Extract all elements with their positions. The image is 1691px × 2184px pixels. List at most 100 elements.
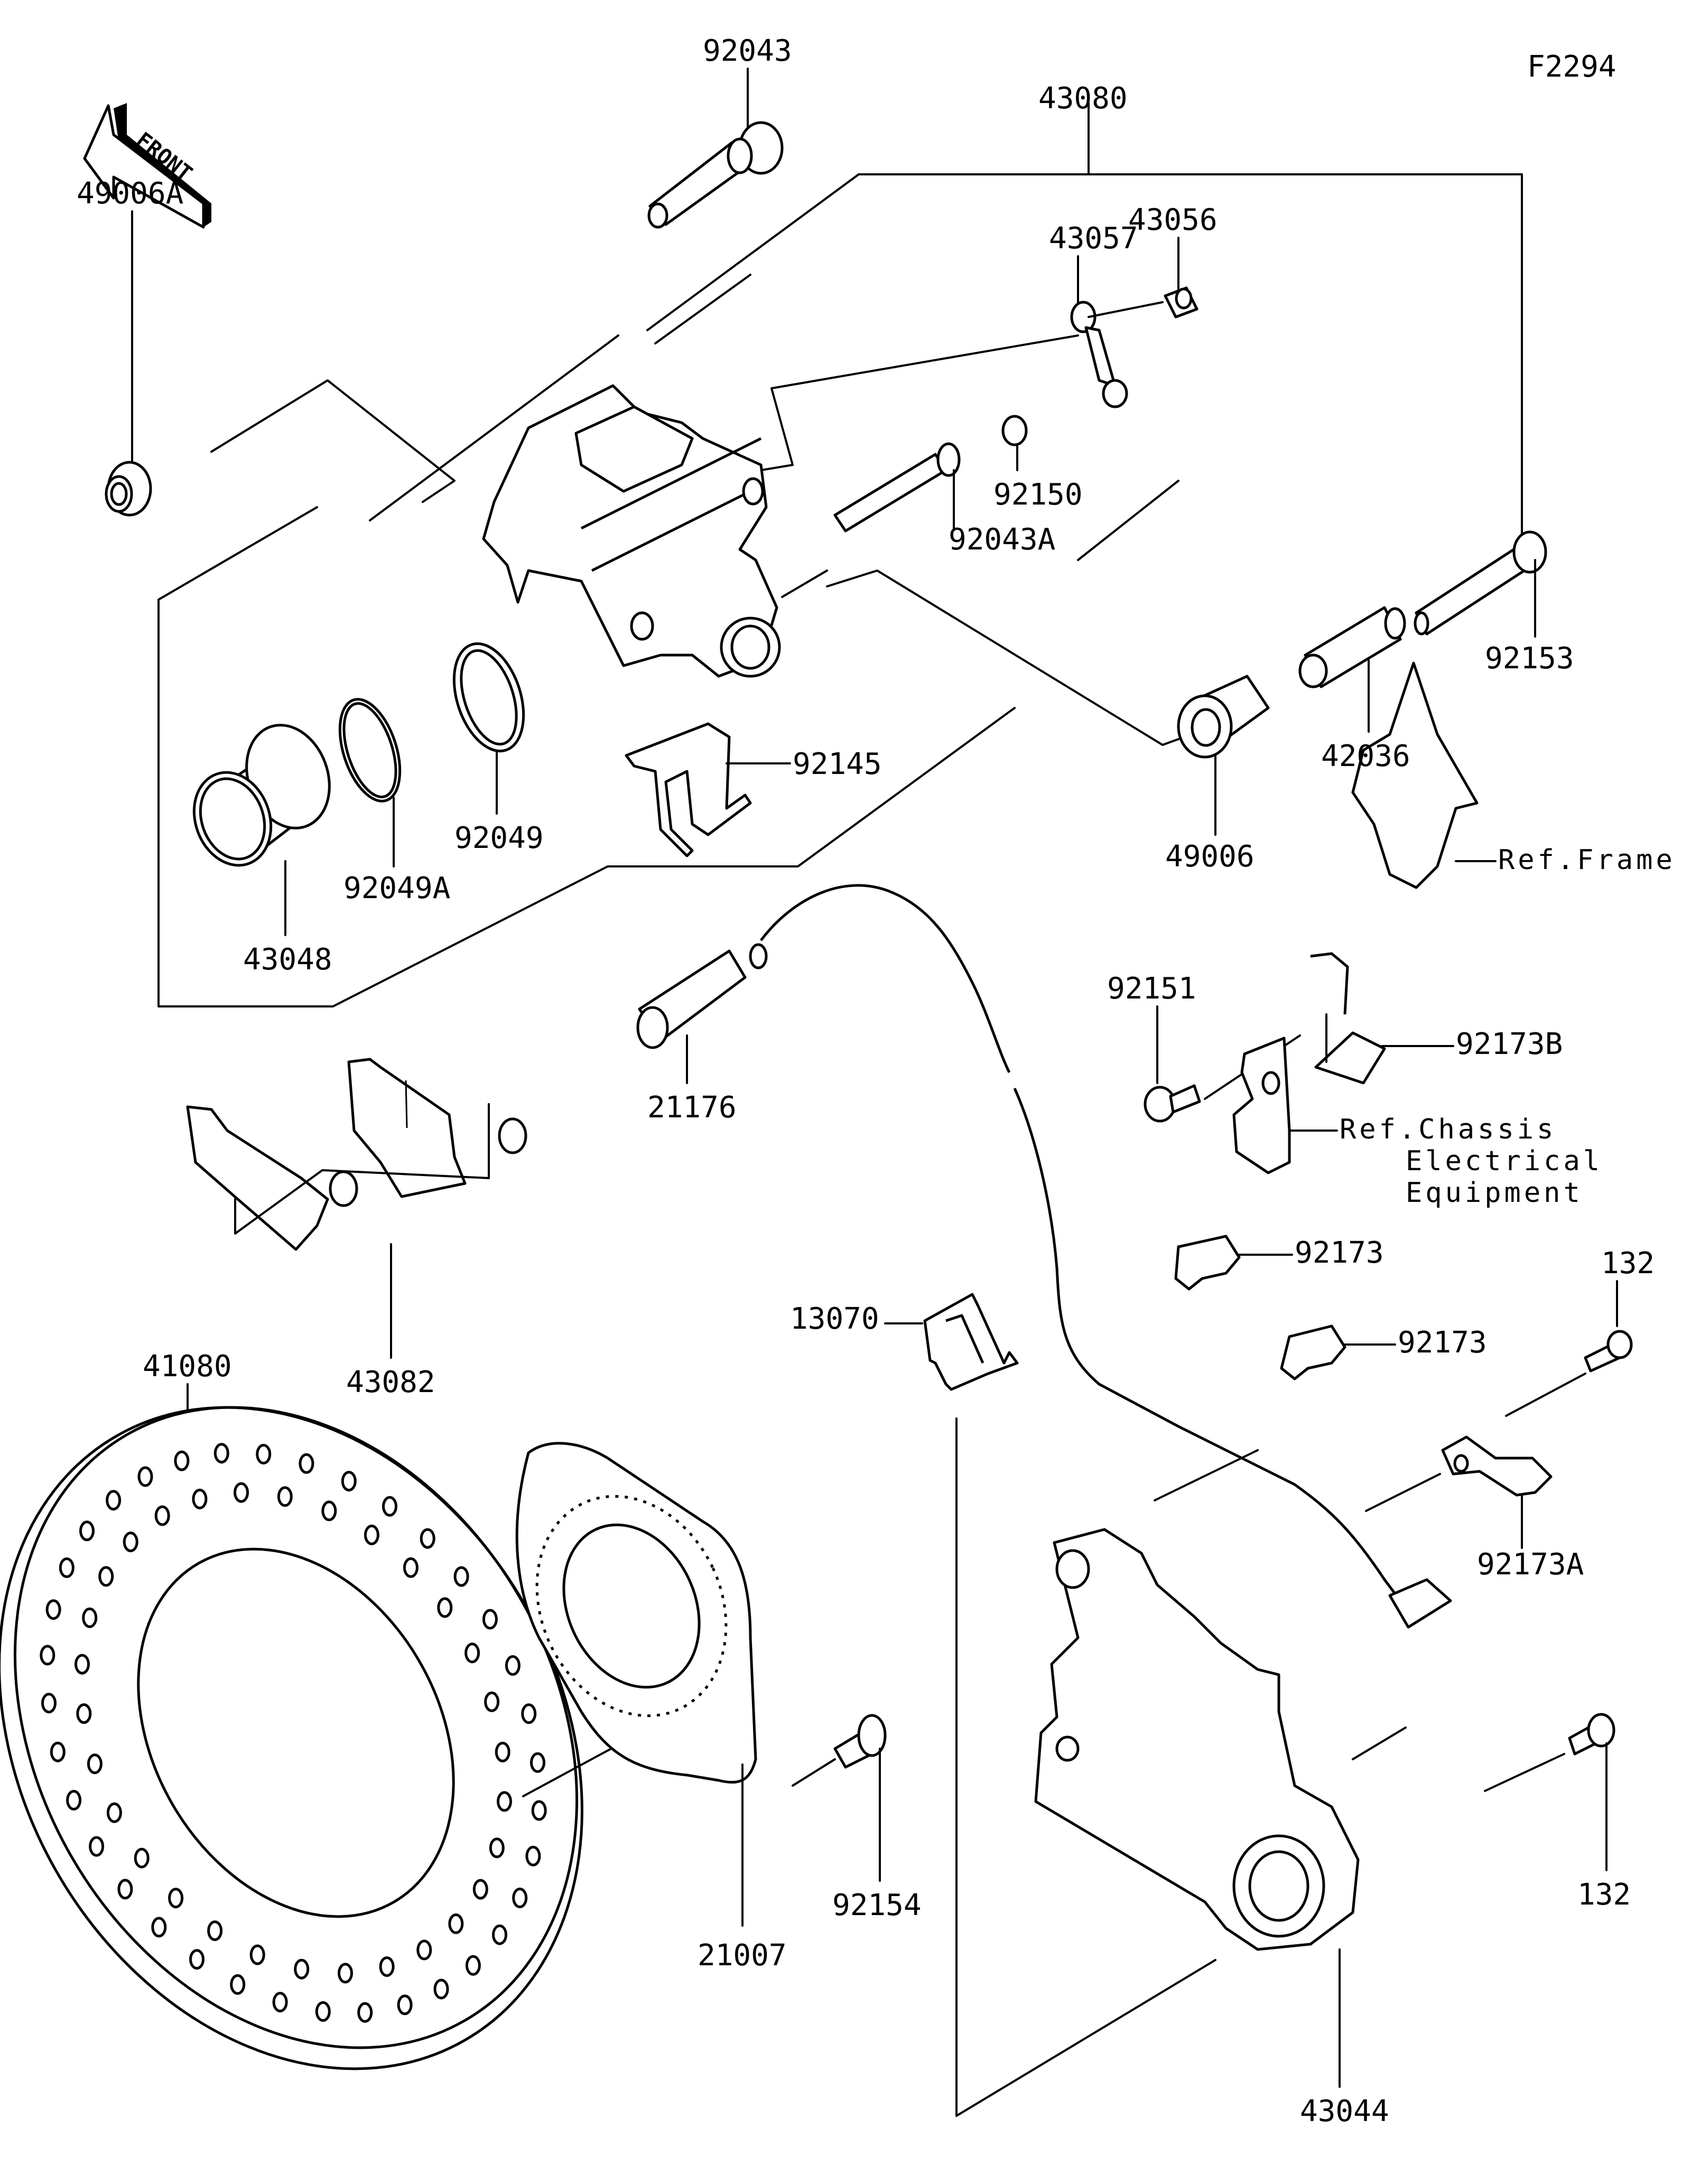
disc-vent-hole bbox=[403, 1557, 419, 1578]
part-43044[interactable]: 43044 bbox=[955, 1417, 1407, 2129]
disc-vent-hole bbox=[315, 2001, 331, 2022]
disc-vent-hole bbox=[137, 1466, 153, 1487]
disc-vent-hole bbox=[382, 1496, 397, 1517]
part-label-43044: 43044 bbox=[1300, 2094, 1389, 2129]
part-132-lower[interactable]: 132 bbox=[1484, 1713, 1631, 1912]
disc-vent-hole bbox=[76, 1703, 92, 1724]
part-label-21007: 21007 bbox=[698, 1938, 787, 1973]
disc-vent-hole bbox=[437, 1597, 453, 1618]
disc-vent-hole bbox=[272, 1992, 288, 2013]
disc-vent-hole bbox=[495, 1741, 510, 1762]
disc-vent-hole bbox=[420, 1528, 435, 1549]
frame-reference: Ref.Frame bbox=[1351, 661, 1676, 889]
disc-vent-hole bbox=[79, 1520, 95, 1542]
part-21176[interactable]: 21176 bbox=[636, 884, 1452, 1629]
part-43057[interactable]: 43057 bbox=[1049, 221, 1164, 408]
part-13070[interactable]: 13070 bbox=[790, 1293, 1019, 1391]
disc-vent-hole bbox=[134, 1847, 150, 1869]
part-92043[interactable]: 92043 bbox=[647, 34, 792, 229]
part-21007[interactable]: 21007 bbox=[502, 1442, 787, 1973]
part-label-92043: 92043 bbox=[703, 34, 792, 68]
part-92153[interactable]: 92153 bbox=[1414, 530, 1574, 676]
part-label-43082: 43082 bbox=[346, 1365, 435, 1399]
disc-vent-hole bbox=[512, 1888, 528, 1908]
disc-vent-hole bbox=[465, 1955, 481, 1976]
part-92043A[interactable]: 92043A bbox=[833, 442, 1055, 557]
disc-vent-holes bbox=[40, 1443, 547, 2023]
disc-vent-hole bbox=[341, 1471, 357, 1492]
disc-vent-hole bbox=[397, 1994, 413, 2015]
part-label-13070: 13070 bbox=[790, 1302, 879, 1336]
part-label-42036: 42036 bbox=[1321, 739, 1410, 773]
disc-vent-hole bbox=[525, 1845, 541, 1866]
part-92049A[interactable]: 92049A bbox=[329, 692, 451, 906]
disc-vent-hole bbox=[106, 1490, 122, 1511]
disc-vent-hole bbox=[234, 1482, 249, 1503]
part-43056[interactable]: 43056 bbox=[1128, 203, 1218, 319]
disc-vent-hole bbox=[249, 1944, 265, 1965]
disc-vent-hole bbox=[294, 1958, 310, 1980]
part-92049[interactable]: 92049 bbox=[441, 635, 544, 855]
disc-vent-hole bbox=[213, 1443, 229, 1464]
part-92151[interactable]: 92151 bbox=[1107, 972, 1301, 1123]
disc-vent-hole bbox=[75, 1654, 90, 1675]
part-label-43057: 43057 bbox=[1049, 221, 1138, 256]
part-92154[interactable]: 92154 bbox=[792, 1714, 922, 1922]
ref-chassis-label-1: Ref.Chassis bbox=[1340, 1114, 1556, 1145]
part-label-43048: 43048 bbox=[243, 942, 332, 977]
disc-vent-hole bbox=[256, 1444, 272, 1464]
part-49006A[interactable]: 49006A bbox=[77, 176, 183, 517]
disc-vent-hole bbox=[151, 1917, 167, 1938]
disc-vent-hole bbox=[89, 1836, 105, 1857]
part-label-92173-b: 92173 bbox=[1398, 1326, 1487, 1360]
ref-frame-label: Ref.Frame bbox=[1498, 844, 1676, 876]
disc-vent-hole bbox=[82, 1607, 98, 1628]
part-92150[interactable]: 92150 bbox=[993, 415, 1083, 512]
part-132-upper[interactable]: 132 bbox=[1505, 1246, 1655, 1417]
disc-vent-hole bbox=[106, 1802, 122, 1823]
ref-chassis-label-3: Equipment bbox=[1406, 1177, 1583, 1209]
part-92173A[interactable]: 92173A bbox=[1365, 1435, 1584, 1582]
part-label-49006A: 49006A bbox=[77, 176, 183, 211]
disc-vent-hole bbox=[168, 1888, 184, 1909]
part-label-92151: 92151 bbox=[1107, 972, 1196, 1006]
chassis-reference: Ref.Chassis Electrical Equipment bbox=[1232, 1037, 1603, 1209]
part-label-49006: 49006 bbox=[1165, 839, 1255, 874]
disc-vent-hole bbox=[364, 1524, 379, 1545]
disc-vent-hole bbox=[207, 1920, 223, 1942]
part-label-92049: 92049 bbox=[454, 821, 544, 855]
disc-vent-hole bbox=[453, 1566, 469, 1587]
part-43048[interactable]: 43048 bbox=[181, 713, 343, 977]
disc-vent-hole bbox=[321, 1500, 337, 1522]
part-label-92043A: 92043A bbox=[949, 522, 1055, 557]
disc-vent-hole bbox=[189, 1949, 205, 1970]
figure-id: F2294 bbox=[1527, 50, 1616, 84]
disc-vent-hole bbox=[484, 1691, 500, 1712]
part-label-21176: 21176 bbox=[647, 1090, 737, 1125]
ref-chassis-label-2: Electrical bbox=[1406, 1145, 1603, 1177]
disc-vent-hole bbox=[530, 1752, 545, 1773]
part-label-92049A: 92049A bbox=[343, 871, 450, 906]
disc-vent-hole bbox=[50, 1741, 66, 1762]
disc-vent-hole bbox=[531, 1800, 547, 1821]
part-41080[interactable]: 41080 bbox=[0, 1301, 720, 2174]
disc-vent-hole bbox=[45, 1599, 61, 1620]
part-label-92150: 92150 bbox=[993, 478, 1083, 512]
disc-vent-hole bbox=[521, 1703, 537, 1724]
part-43082[interactable]: 43082 bbox=[186, 1058, 527, 1399]
part-49006[interactable]: 49006 bbox=[1165, 675, 1270, 874]
part-92173B[interactable]: 92173B bbox=[1310, 952, 1563, 1085]
disc-vent-hole bbox=[154, 1505, 170, 1526]
part-92173-b[interactable]: 92173 bbox=[1280, 1324, 1487, 1380]
part-label-92153: 92153 bbox=[1485, 641, 1574, 676]
disc-vent-hole bbox=[41, 1693, 57, 1714]
part-label-92173B: 92173B bbox=[1456, 1027, 1563, 1061]
part-92173-a[interactable]: 92173 bbox=[1174, 1235, 1384, 1291]
disc-vent-hole bbox=[433, 1978, 449, 2000]
disc-vent-hole bbox=[472, 1879, 488, 1900]
part-92145[interactable]: 92145 bbox=[625, 722, 882, 857]
part-42036[interactable]: 42036 bbox=[1298, 606, 1410, 773]
disc-vent-hole bbox=[299, 1453, 314, 1474]
caliper-body[interactable] bbox=[482, 384, 781, 678]
disc-vent-hole bbox=[505, 1655, 521, 1676]
